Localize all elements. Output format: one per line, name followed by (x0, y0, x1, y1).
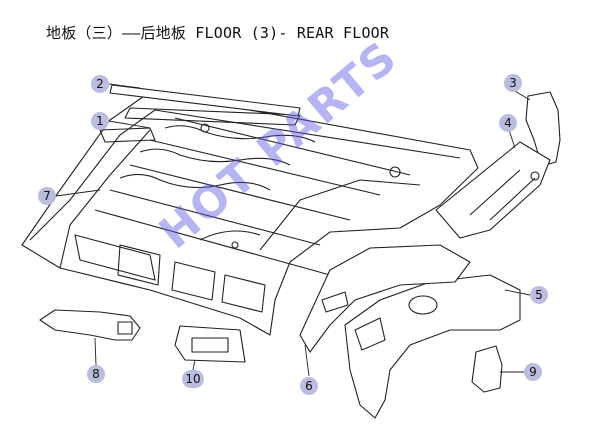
callout-4: 4 (499, 114, 517, 132)
part-9-bracket (471, 345, 503, 393)
callout-5: 5 (530, 286, 548, 304)
part-10-plate (174, 325, 246, 363)
callout-1: 1 (91, 112, 109, 130)
part-2-rail (109, 84, 301, 117)
callout-2: 2 (91, 75, 109, 93)
part-4-member (435, 141, 551, 239)
rear-floor-panel (21, 91, 479, 336)
callout-10: 10 (182, 370, 204, 388)
part-6-inner-panel (299, 244, 471, 353)
callout-8: 8 (87, 365, 105, 383)
callout-3: 3 (504, 74, 522, 92)
part-8-bracket (39, 309, 141, 341)
part-3-bracket (525, 91, 561, 167)
callout-7: 7 (38, 187, 56, 205)
diagram-title: 地板（三）——后地板 FLOOR (3)- REAR FLOOR (46, 24, 390, 42)
callout-6: 6 (300, 377, 318, 395)
callout-9: 9 (524, 363, 542, 381)
